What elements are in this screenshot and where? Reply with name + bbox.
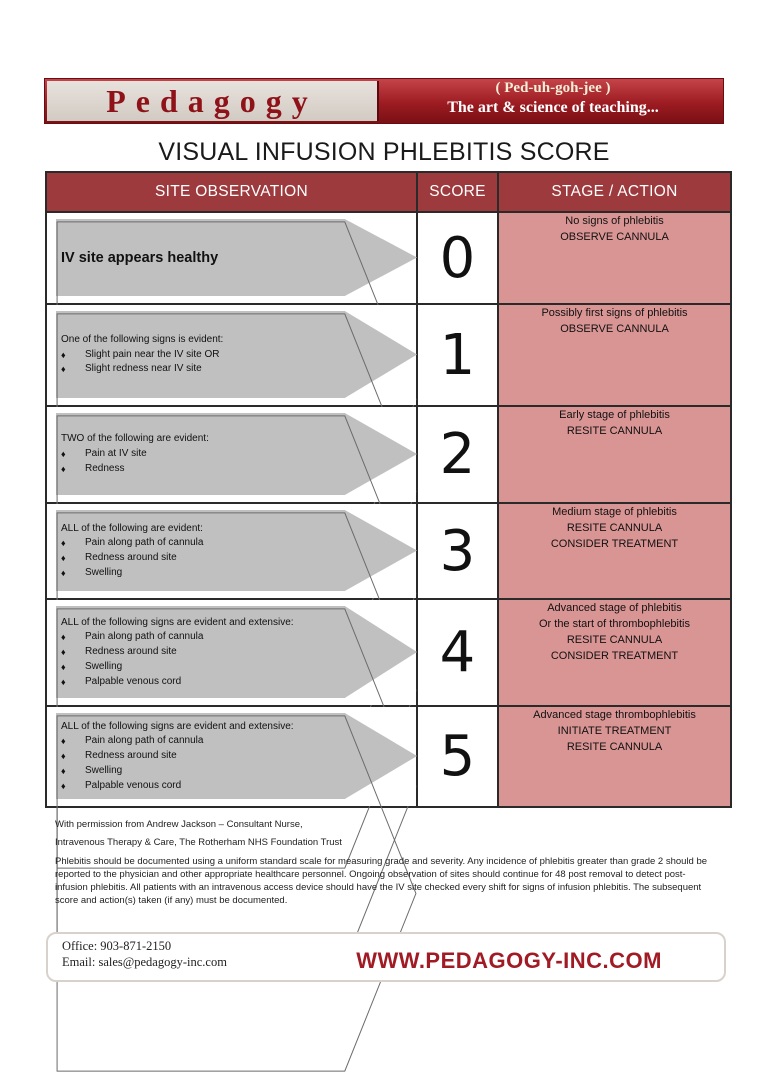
header-score: SCORE [416, 171, 499, 213]
observation-text: ALL of the following signs are evident a… [61, 707, 346, 806]
sign-list-item: Redness around site [61, 551, 346, 566]
logo-text: Pedagogy [106, 82, 318, 119]
observation-text: TWO of the following are evident: Pain at… [61, 407, 346, 502]
site-observation-cell: One of the following signs is evident: Sl… [45, 303, 418, 406]
sign-list-item: Pain along path of cannula [61, 734, 346, 749]
sign-list-item: Redness around site [61, 645, 346, 660]
stage-action-line: RESITE CANNULA [566, 425, 663, 437]
score-value: 0 [416, 211, 499, 305]
sign-list-item: Redness around site [61, 749, 346, 764]
score-value: 5 [416, 705, 499, 808]
sign-list-item: Pain at IV site [61, 447, 346, 462]
score-value: 3 [416, 502, 499, 600]
header-banner: Pedagogy ( Ped-uh-goh-jee ) The art & sc… [44, 78, 724, 124]
stage-action-line: RESITE CANNULA [566, 522, 663, 534]
sign-list: Pain along path of cannulaRedness around… [61, 734, 346, 793]
sign-list: Pain along path of cannulaRedness around… [61, 536, 346, 580]
stage-action-line: CONSIDER TREATMENT [550, 538, 679, 550]
sign-list-item: Swelling [61, 566, 346, 581]
website-link[interactable]: WWW.PEDAGOGY-INC.COM [356, 948, 662, 973]
sign-list: Pain along path of cannulaRedness around… [61, 630, 346, 689]
stage-action-line: OBSERVE CANNULA [560, 323, 669, 335]
permission-line-1: With permission from Andrew Jackson – Co… [55, 819, 303, 830]
tagline-text: The art & science of teaching... [447, 99, 659, 116]
score-value: 1 [416, 303, 499, 407]
site-observation-cell: IV site appears healthy [45, 211, 418, 304]
stage-action-line: Early stage of phlebitis [559, 409, 670, 421]
email-address: Email: sales@pedagogy-inc.com [62, 955, 227, 969]
header-site-observation: SITE OBSERVATION [45, 171, 418, 213]
observation-lead: One of the following signs is evident: [61, 333, 224, 345]
sign-list-item: Slight pain near the IV site OR [61, 348, 346, 363]
stage-action-line: OBSERVE CANNULA [560, 231, 669, 243]
table-row: TWO of the following are evident: Pain at… [45, 405, 732, 504]
stage-action-line: Medium stage of phlebitis [552, 506, 677, 518]
table-row: ALL of the following are evident: Pain al… [45, 502, 732, 600]
stage-action-line: INITIATE TREATMENT [557, 725, 672, 737]
logo: Pedagogy [47, 81, 379, 121]
table-row: ALL of the following signs are evident a… [45, 705, 732, 808]
table-row: ALL of the following signs are evident a… [45, 598, 732, 707]
observation-lead: ALL of the following are evident: [61, 522, 203, 534]
sign-list-item: Swelling [61, 764, 346, 779]
stage-action-cell: Advanced stage of phlebitis Or the start … [497, 598, 732, 707]
observation-lead: IV site appears healthy [61, 249, 219, 266]
table-header-row: SITE OBSERVATION SCORE STAGE / ACTION [45, 171, 732, 213]
header-stage-action: STAGE / ACTION [497, 171, 732, 213]
sign-list-item: Slight redness near IV site [61, 362, 346, 377]
sign-list-item: Pain along path of cannula [61, 630, 346, 645]
office-phone: Office: 903-871-2150 [62, 939, 172, 953]
stage-action-line: No signs of phlebitis [565, 215, 664, 227]
pronunciation: ( Ped-uh-goh-jee ) [495, 80, 611, 96]
stage-action-line: Advanced stage thrombophlebitis [533, 709, 696, 721]
document-title: VISUAL INFUSION PHLEBITIS SCORE [158, 138, 610, 166]
site-observation-cell: ALL of the following signs are evident a… [45, 598, 418, 706]
tagline: ( Ped-uh-goh-jee ) The art & science of … [383, 79, 723, 123]
stage-action-line: RESITE CANNULA [566, 741, 663, 753]
stage-action-line: RESITE CANNULA [566, 634, 663, 646]
observation-text: One of the following signs is evident: Sl… [61, 305, 346, 405]
sign-list-item: Redness [61, 462, 346, 477]
observation-text: ALL of the following are evident: Pain al… [61, 504, 346, 598]
sign-list: Pain at IV siteRedness [61, 447, 346, 476]
observation-text: ALL of the following signs are evident a… [61, 600, 346, 705]
permission-line-2: Intravenous Therapy & Care, The Rotherha… [55, 837, 342, 848]
sign-list-item: Pain along path of cannula [61, 536, 346, 551]
documentation-guidance: Phlebitis should be documented using a u… [55, 856, 708, 906]
site-observation-cell: TWO of the following are evident: Pain at… [45, 405, 418, 503]
observation-lead: TWO of the following are evident: [61, 433, 209, 445]
phlebitis-score-table: SITE OBSERVATION SCORE STAGE / ACTION IV… [45, 171, 732, 808]
site-observation-cell: ALL of the following are evident: Pain al… [45, 502, 418, 599]
observation-lead: ALL of the following signs are evident a… [61, 720, 294, 732]
observation-lead: ALL of the following signs are evident a… [61, 616, 294, 628]
stage-action-line: Possibly first signs of phlebitis [541, 307, 688, 319]
sign-list-item: Palpable venous cord [61, 779, 346, 794]
stage-action-line: CONSIDER TREATMENT [550, 650, 679, 662]
observation-text: IV site appears healthy [61, 213, 346, 303]
table-row: One of the following signs is evident: Sl… [45, 303, 732, 407]
score-value: 2 [416, 405, 499, 504]
stage-action-line: Advanced stage of phlebitis [547, 602, 682, 614]
stage-action-line: Or the start of thrombophlebitis [538, 618, 690, 630]
sign-list-item: Palpable venous cord [61, 675, 346, 690]
site-observation-cell: ALL of the following signs are evident a… [45, 705, 418, 807]
score-value: 4 [416, 598, 499, 707]
contact-box: Office: 903-871-2150 Email: sales@pedago… [46, 932, 726, 982]
sign-list: Slight pain near the IV site ORSlight re… [61, 348, 346, 377]
sign-list-item: Swelling [61, 660, 346, 675]
